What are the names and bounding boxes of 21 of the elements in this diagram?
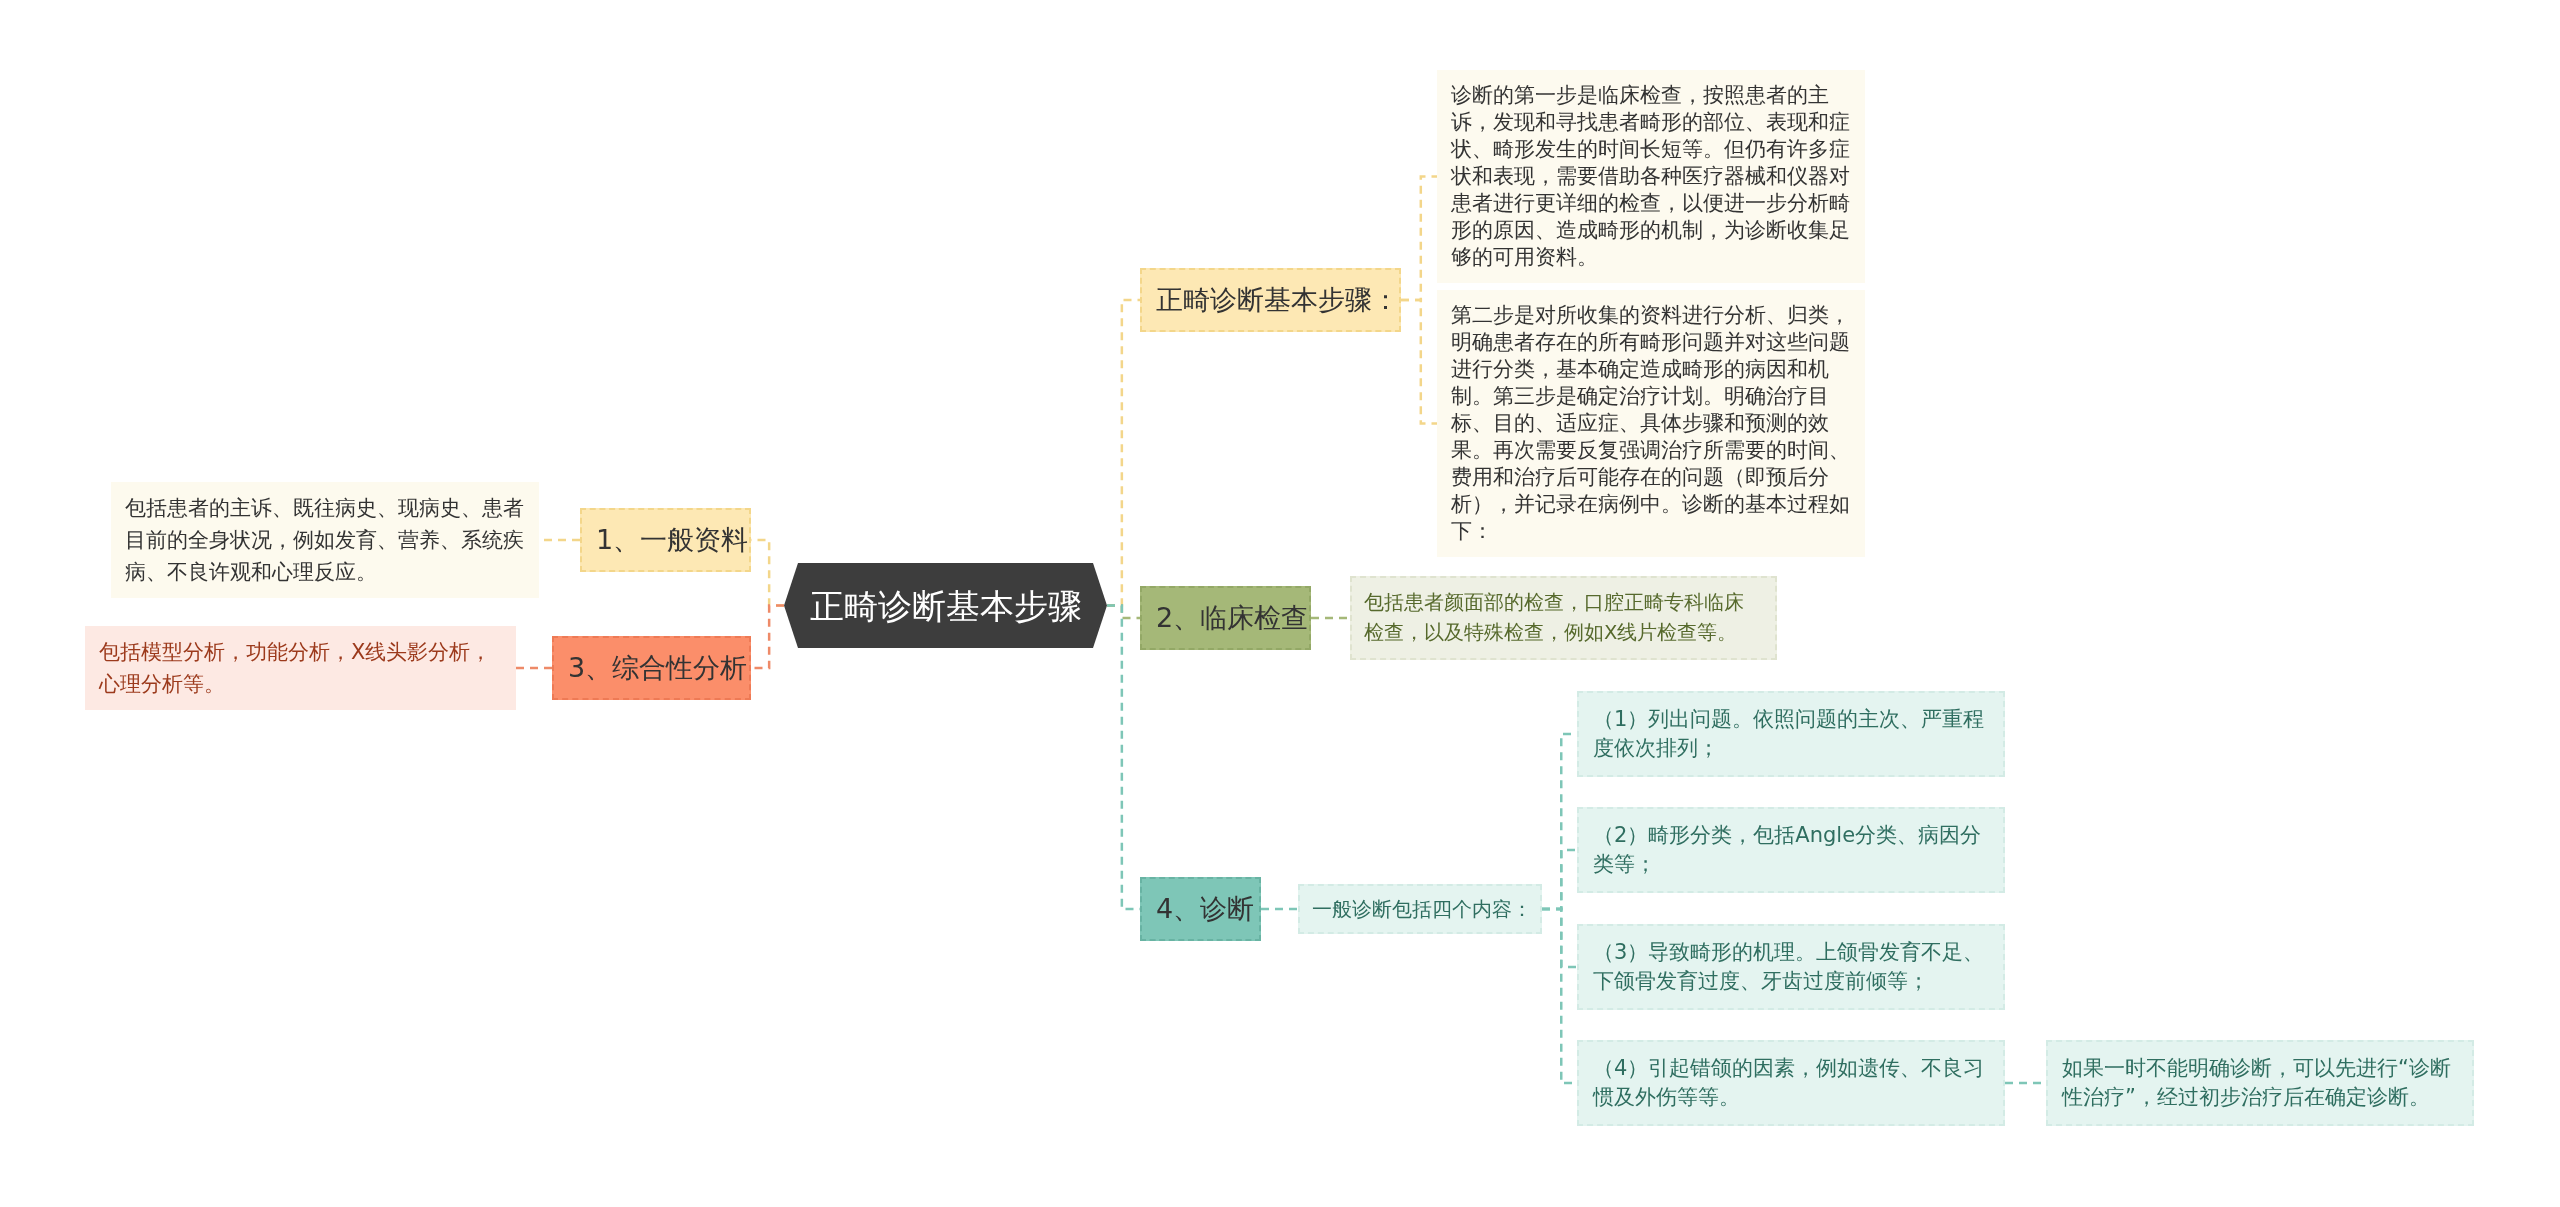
detail-text-box: 包括患者颜面部的检查，口腔正畸专科临床检查，以及特殊检查，例如X线片检查等。 — [1350, 576, 1777, 660]
connector-line — [1261, 907, 1298, 911]
detail-text-box: （1）列出问题。依照问题的主次、严重程度依次排列； — [1577, 691, 2005, 777]
paragraph-box: 第二步是对所收集的资料进行分析、归类，明确患者存在的所有畸形问题并对这些问题进行分类，基本确定造成畸形的病因和机制。第三步是确定治疗计划。明确治疗目标、目的、适应症、具体步骤和预测的效果。再次需要反复强调治疗所需要的时间、费用和治疗后可能存在的问题（即预后分析），并记录在病例中。诊断的基本过程如下： — [1437, 290, 1865, 557]
paragraph-box: 诊断的第一步是临床检查，按照患者的主诉，发现和寻找患者畸形的部位、表现和症状、畸形发生的时间长短等。但仍有许多症状和表现，需要借助各种医疗器械和仪器对患者进行更详细的检查，以便进一步分析畸形的原因、造成畸形的机制，为诊断收集足够的可用资料。 — [1437, 70, 1865, 283]
connector-line — [1401, 298, 1437, 425]
detail-text-box: 如果一时不能明确诊断，可以先进行“诊断性治疗”，经过初步治疗后在确定诊断。 — [2046, 1040, 2474, 1126]
detail-text-box: 包括患者的主诉、既往病史、现病史、患者目前的全身状况，例如发育、营养、系统疾病、不良许观和心理反应。 — [111, 482, 539, 598]
branch-topic: 1、一般资料 — [580, 508, 751, 572]
connector-line — [1311, 616, 1350, 620]
branch-topic: 正畸诊断基本步骤： — [1140, 268, 1401, 332]
central-topic: 正畸诊断基本步骤 — [784, 563, 1107, 648]
branch-topic: 2、临床检查 — [1140, 586, 1311, 650]
detail-text-box: （4）引起错颌的因素，例如遗传、不良习惯及外伤等等。 — [1577, 1040, 2005, 1126]
branch-topic: 3、综合性分析 — [552, 636, 751, 700]
connector-line — [516, 666, 552, 670]
detail-text-box: 包括模型分析，功能分析，X线头影分析，心理分析等。 — [85, 626, 516, 710]
detail-text-box: （3）导致畸形的机理。上颌骨发育不足、下颌骨发育过度、牙齿过度前倾等； — [1577, 924, 2005, 1010]
subtopic-box: 一般诊断包括四个内容： — [1298, 884, 1542, 934]
branch-topic: 4、诊断 — [1140, 877, 1261, 941]
detail-text-box: （2）畸形分类，包括Angle分类、病因分类等； — [1577, 807, 2005, 893]
